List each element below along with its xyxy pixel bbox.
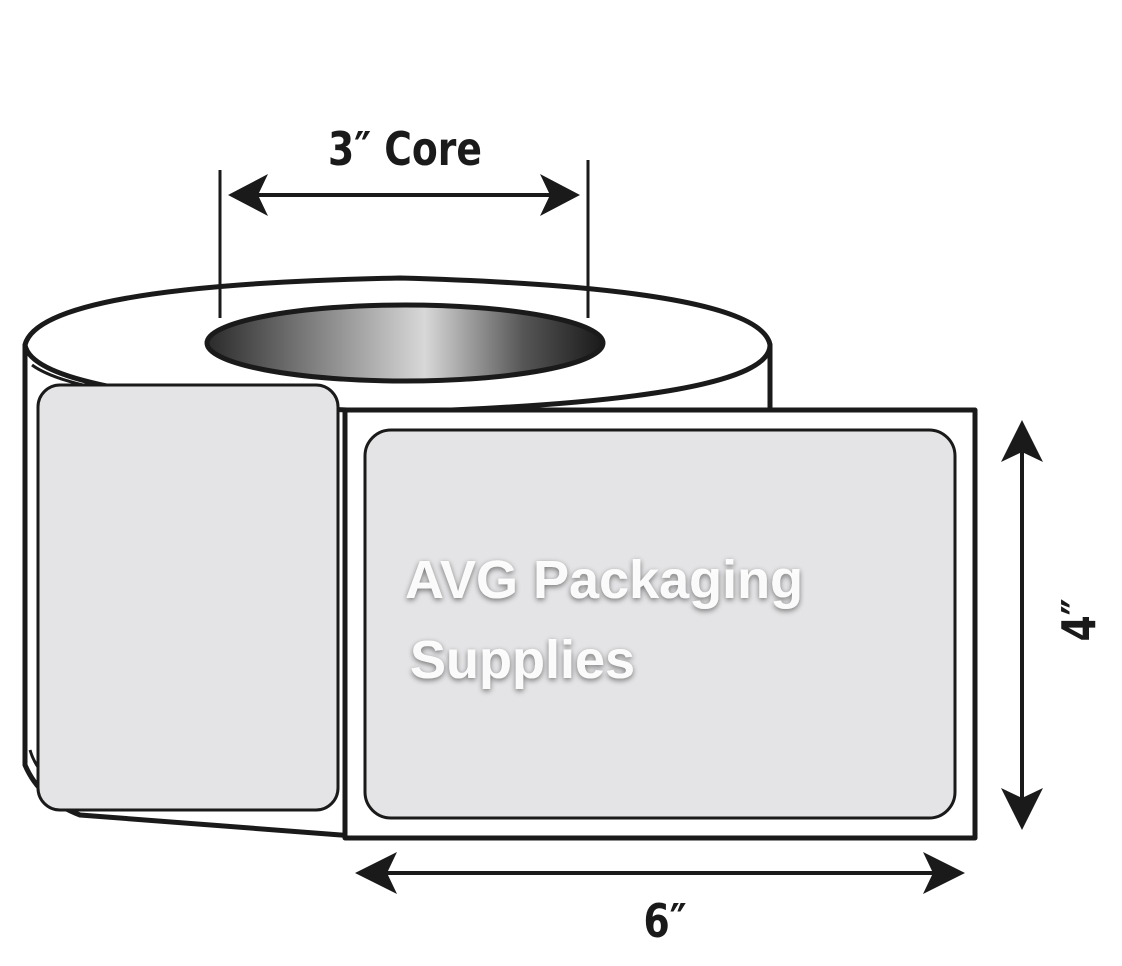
height-arrowhead-top — [1001, 420, 1043, 462]
watermark-line-2: Supplies — [410, 630, 635, 690]
core-hole — [204, 302, 606, 384]
core-arrowhead-right — [540, 174, 580, 216]
core-dimension-label: 3″ Core — [328, 122, 482, 176]
width-dimension: 6″ — [355, 852, 965, 948]
roll-side-label — [36, 383, 340, 812]
height-dimension-label: 4″ — [1052, 598, 1106, 641]
height-dimension: 4″ — [1001, 420, 1106, 830]
width-dimension-label: 6″ — [643, 894, 686, 948]
width-arrowhead-left — [355, 852, 397, 894]
watermark-line-1: AVG Packaging — [405, 550, 803, 610]
watermark-group: AVG Packaging Supplies — [405, 550, 803, 690]
front-label — [363, 428, 957, 820]
height-arrowhead-bottom — [1001, 788, 1043, 830]
core-dimension: 3″ Core — [218, 122, 590, 318]
core-arrowhead-left — [228, 174, 268, 216]
width-arrowhead-right — [923, 852, 965, 894]
label-roll — [22, 275, 773, 841]
unrolled-liner — [342, 407, 978, 841]
